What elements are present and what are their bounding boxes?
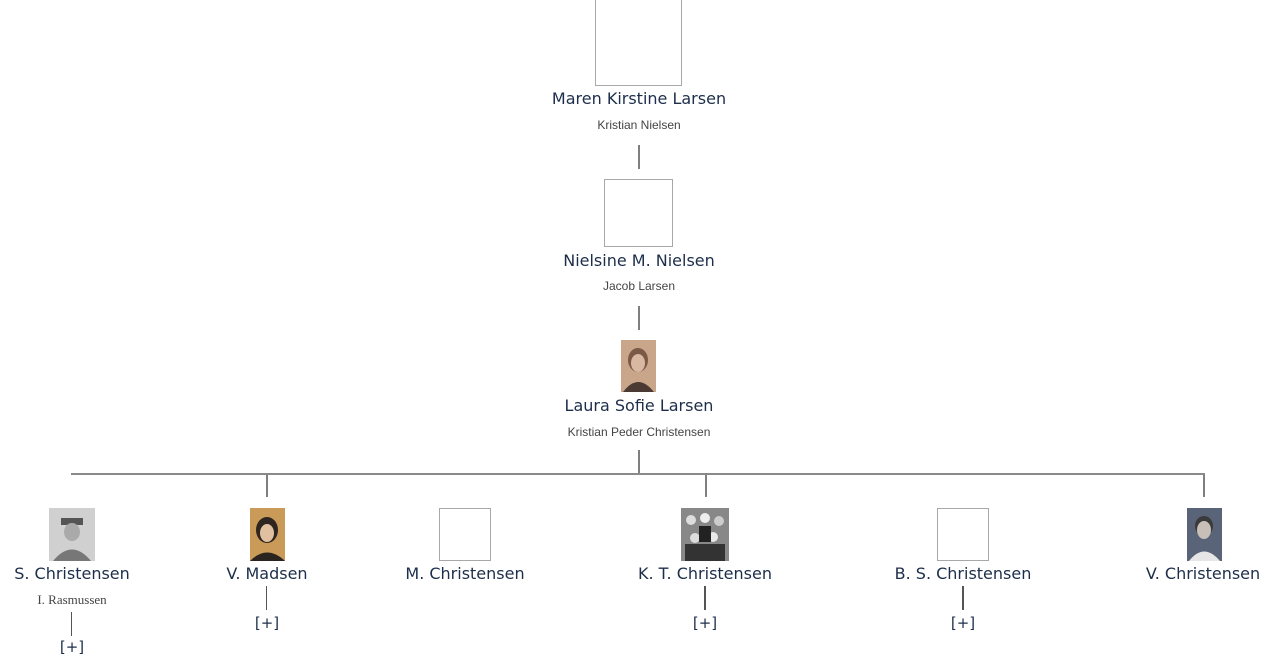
connector-line: [638, 306, 640, 330]
connector-line: [266, 586, 267, 610]
person-name-maren[interactable]: Maren Kirstine Larsen: [551, 89, 727, 108]
person-name-m-christensen[interactable]: M. Christensen: [405, 564, 525, 583]
photo-placeholder-m-christensen[interactable]: [439, 508, 491, 561]
portrait-photo-laura[interactable]: [621, 340, 656, 392]
portrait-sepia-woman-icon: [621, 340, 656, 392]
connector-line: [704, 586, 706, 610]
portrait-photo-v-madsen[interactable]: [250, 508, 285, 561]
spouse-name-kristian-peder: Kristian Peder Christensen: [567, 425, 711, 439]
connector-line: [71, 612, 72, 636]
group-photo-k-t-christensen[interactable]: [681, 508, 729, 561]
connector-line: [705, 475, 707, 497]
connector-line: [638, 450, 640, 474]
spouse-name-jacob-larsen: Jacob Larsen: [602, 279, 676, 293]
photo-placeholder-nielsine[interactable]: [604, 179, 673, 247]
portrait-photo-v-christensen[interactable]: [1187, 508, 1222, 561]
group-photo-bw-icon: [681, 508, 729, 561]
photo-placeholder-b-s-christensen[interactable]: [937, 508, 989, 561]
person-name-s-christensen[interactable]: S. Christensen: [14, 564, 130, 583]
person-name-laura[interactable]: Laura Sofie Larsen: [564, 396, 714, 415]
connector-line: [638, 145, 640, 169]
portrait-photo-s-christensen[interactable]: [49, 508, 95, 561]
connector-line: [1203, 475, 1205, 497]
connector-line: [962, 586, 964, 610]
sibling-connector-bar: [71, 473, 1205, 475]
expand-descendants-button[interactable]: [+]: [692, 614, 718, 632]
portrait-bw-man-icon: [1187, 508, 1222, 561]
expand-descendants-button[interactable]: [+]: [59, 638, 85, 656]
person-name-nielsine[interactable]: Nielsine M. Nielsen: [563, 251, 715, 270]
expand-descendants-button[interactable]: [+]: [950, 614, 976, 632]
expand-descendants-button[interactable]: [+]: [254, 614, 280, 632]
person-name-b-s-christensen[interactable]: B. S. Christensen: [894, 564, 1032, 583]
portrait-bw-man-cap-icon: [49, 508, 95, 561]
connector-line: [266, 475, 268, 497]
photo-placeholder-maren[interactable]: [595, 0, 682, 86]
person-name-v-madsen[interactable]: V. Madsen: [226, 564, 308, 583]
spouse-name-i-rasmussen: I. Rasmussen: [37, 592, 107, 607]
portrait-sepia-woman-dark-hair-icon: [250, 508, 285, 561]
spouse-name-kristian-nielsen: Kristian Nielsen: [597, 118, 681, 132]
person-name-v-christensen[interactable]: V. Christensen: [1145, 564, 1261, 583]
person-name-k-t-christensen[interactable]: K. T. Christensen: [638, 564, 772, 583]
